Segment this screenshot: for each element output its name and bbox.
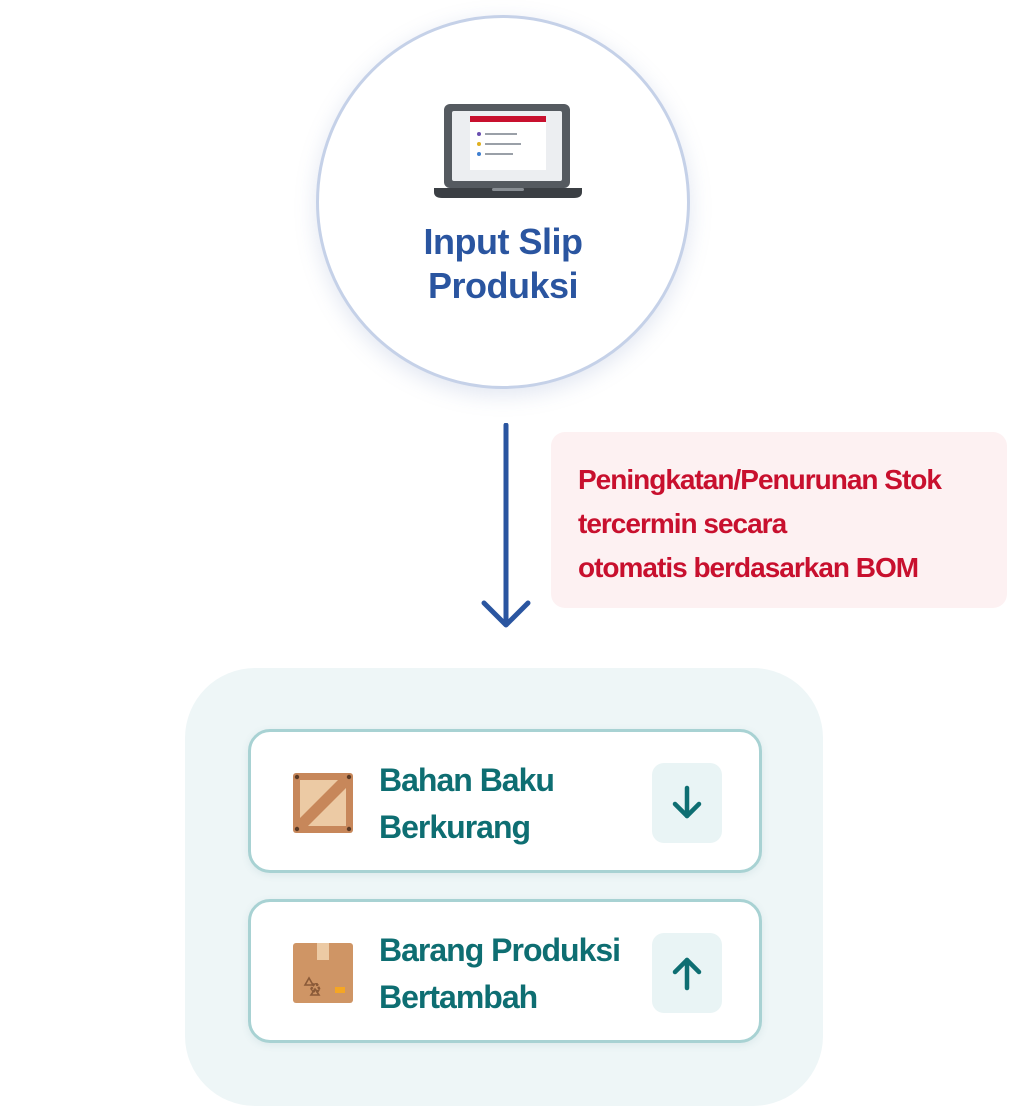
decrease-indicator — [652, 763, 722, 843]
note-line-2: tercermin secara — [578, 508, 787, 539]
raw-material-line-1: Bahan Baku — [379, 762, 555, 798]
raw-material-card: Bahan Baku Berkurang — [248, 729, 762, 873]
wooden-crate-icon — [293, 773, 353, 833]
title-line-2: Produksi — [427, 265, 579, 306]
arrow-up-icon — [672, 957, 702, 991]
finished-goods-line-1: Barang Produksi — [379, 932, 621, 968]
input-slip-title: Input Slip Produksi — [319, 220, 687, 308]
finished-goods-label: Barang Produksi Bertambah — [379, 927, 621, 1021]
title-line-1: Input Slip — [423, 221, 583, 262]
note-line-3: otomatis berdasarkan BOM — [578, 552, 919, 583]
laptop-icon — [434, 104, 582, 198]
flow-arrow-down — [481, 423, 531, 628]
cardboard-box-icon: ♻ — [293, 943, 353, 1003]
finished-goods-card: ♻ Barang Produksi Bertambah — [248, 899, 762, 1043]
increase-indicator — [652, 933, 722, 1013]
raw-material-label: Bahan Baku Berkurang — [379, 757, 555, 851]
auto-reflect-note: Peningkatan/Penurunan Stok tercermin sec… — [551, 432, 1007, 608]
input-slip-circle: Input Slip Produksi — [316, 15, 690, 389]
raw-material-line-2: Berkurang — [379, 809, 531, 845]
note-line-1: Peningkatan/Penurunan Stok — [578, 464, 942, 495]
arrow-down-icon — [672, 785, 702, 819]
finished-goods-line-2: Bertambah — [379, 979, 538, 1015]
svg-text:♻: ♻ — [309, 981, 322, 997]
